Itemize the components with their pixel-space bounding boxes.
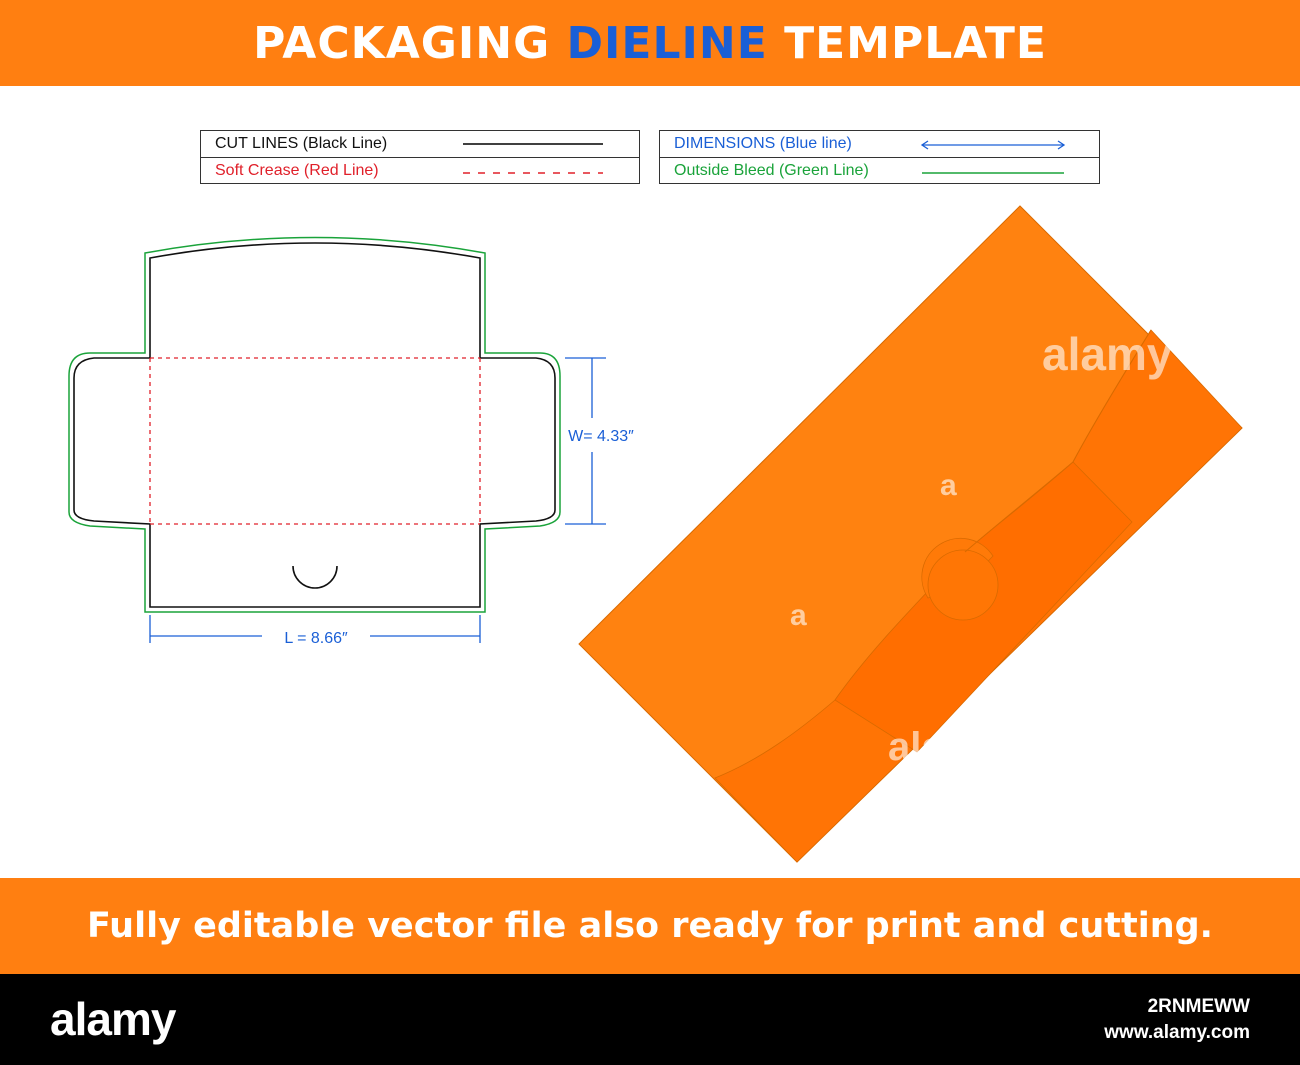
image-id: 2RNMEWW <box>1147 996 1250 1017</box>
legend-dimensions-sample <box>920 140 1066 150</box>
legend-box-guides: DIMENSIONS (Blue line) Outside Bleed (Gr… <box>659 130 1100 184</box>
legend-dimensions-label: DIMENSIONS (Blue line) <box>674 135 852 152</box>
watermark-mark-2: a <box>790 599 807 632</box>
width-dimension-label: W= 4.33″ <box>568 428 634 445</box>
legend-crease-label: Soft Crease (Red Line) <box>215 162 379 179</box>
envelope-notch <box>927 549 999 621</box>
diagram-watermarks: alamy a a ala <box>790 328 1173 769</box>
title-part-1: PACKAGING <box>253 17 567 69</box>
legend-row-bleed: Outside Bleed (Green Line) <box>660 157 1099 183</box>
page-title: PACKAGING DIELINE TEMPLATE <box>253 18 1047 69</box>
thumb-notch <box>292 565 338 589</box>
legend-row-cut: CUT LINES (Black Line) <box>201 131 639 157</box>
width-dimension: W= 4.33″ <box>565 357 634 525</box>
flat-dieline <box>68 236 561 613</box>
footer-banner: Fully editable vector file also ready fo… <box>0 878 1300 974</box>
alamy-logo: alamy <box>50 993 176 1045</box>
legend-cut-sample <box>463 143 603 145</box>
dieline-diagram: W= 4.33″ L = 8.66″ alamy a a ala <box>68 205 1243 863</box>
footer-text: Fully editable vector file also ready fo… <box>87 906 1213 946</box>
legend-row-dimensions: DIMENSIONS (Blue line) <box>660 131 1099 157</box>
outside-bleed-outline <box>68 236 561 613</box>
length-dimension-label: L = 8.66″ <box>284 630 348 647</box>
watermark-logo-mockup: alamy <box>1042 328 1173 380</box>
cut-line-outline <box>73 242 556 608</box>
site-url: www.alamy.com <box>1104 1022 1250 1043</box>
legend-bleed-sample <box>922 172 1064 174</box>
watermark-bar: alamy 2RNMEWW www.alamy.com <box>0 974 1300 1065</box>
envelope-flap-edge <box>964 329 1152 553</box>
title-part-2: TEMPLATE <box>767 17 1047 69</box>
title-highlight: DIELINE <box>566 17 768 69</box>
watermark-partial: ala <box>888 725 944 769</box>
watermark-mark-1: a <box>940 469 957 502</box>
header-banner: PACKAGING DIELINE TEMPLATE <box>0 0 1300 86</box>
length-dimension: L = 8.66″ <box>149 615 481 647</box>
envelope-mockup <box>578 205 1243 863</box>
legend-box-lines: CUT LINES (Black Line) Soft Crease (Red … <box>200 130 640 184</box>
legend-row-crease: Soft Crease (Red Line) <box>201 157 639 183</box>
legend-cut-label: CUT LINES (Black Line) <box>215 135 388 152</box>
legend-bleed-label: Outside Bleed (Green Line) <box>674 162 869 179</box>
